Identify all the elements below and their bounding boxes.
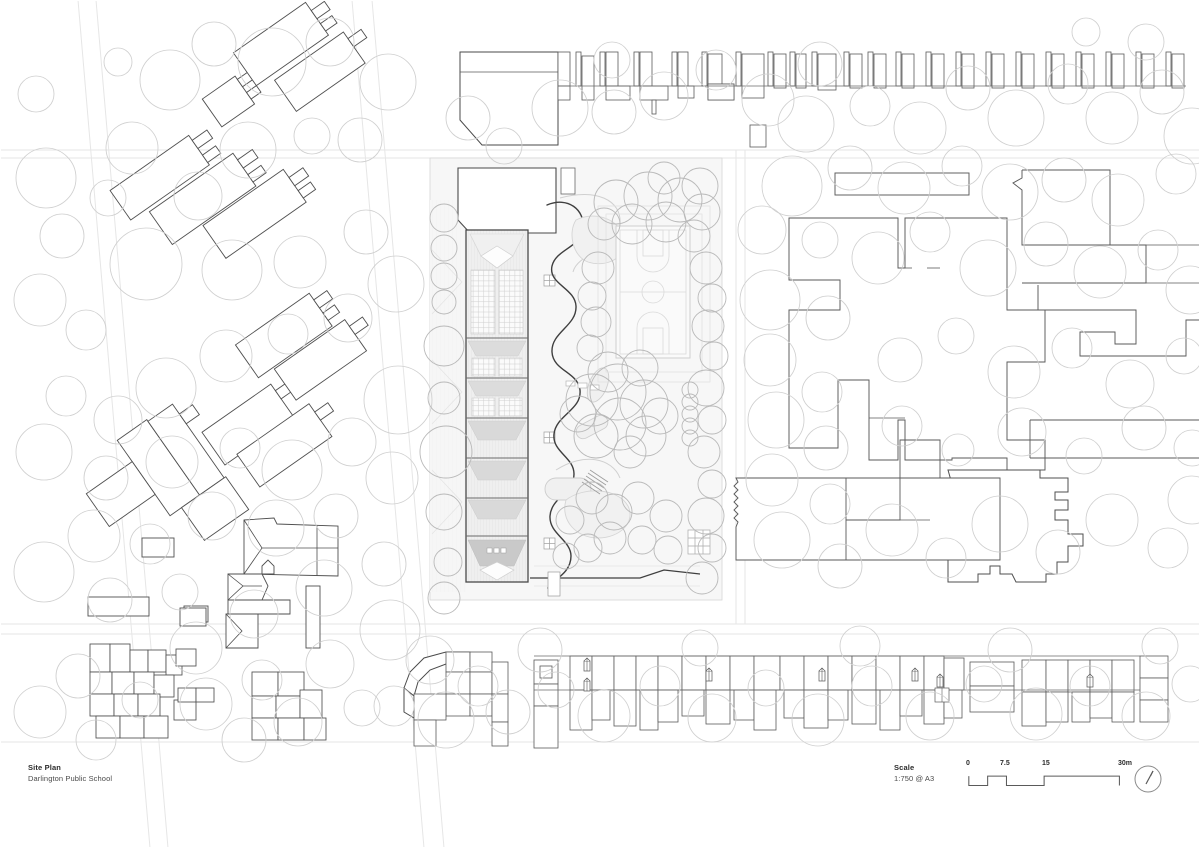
titleblock: Site Plan Darlington Public School: [28, 762, 112, 784]
scalebar-graphic: [968, 775, 1120, 787]
east-institution-blocks: [733, 169, 1200, 583]
project-name: Darlington Public School: [28, 774, 113, 783]
scalebar-tick-15: 15: [1042, 760, 1050, 767]
scale-label: Scale: [894, 763, 915, 772]
sw-terrace-blocks: [89, 643, 327, 741]
basketball-court: [615, 225, 691, 359]
school-building: [465, 229, 529, 583]
south-terrace-row: [403, 651, 1169, 749]
school-north-block: [457, 167, 557, 234]
nw-housing-cluster: [85, 0, 369, 542]
north-terrace-row: [459, 51, 1186, 148]
scale-block: Scale 1:750 @ A3: [894, 762, 934, 784]
scalebar-tick-0: 0: [966, 760, 970, 767]
scalebar-labels: 0 7.5 15 30m: [966, 760, 1136, 772]
north-arrow-icon: [1134, 765, 1162, 793]
scale-value: 1:750 @ A3: [894, 774, 935, 783]
drawing-title: Site Plan: [28, 763, 62, 772]
scalebar-tick-7_5: 7.5: [1000, 760, 1010, 767]
tree-canopies: [13, 17, 1200, 763]
playground-path: [546, 201, 584, 589]
walkway-skylights: [543, 274, 556, 550]
scalebar-tick-30m: 30m: [1118, 760, 1133, 767]
school-tree-canopies: [419, 161, 729, 615]
